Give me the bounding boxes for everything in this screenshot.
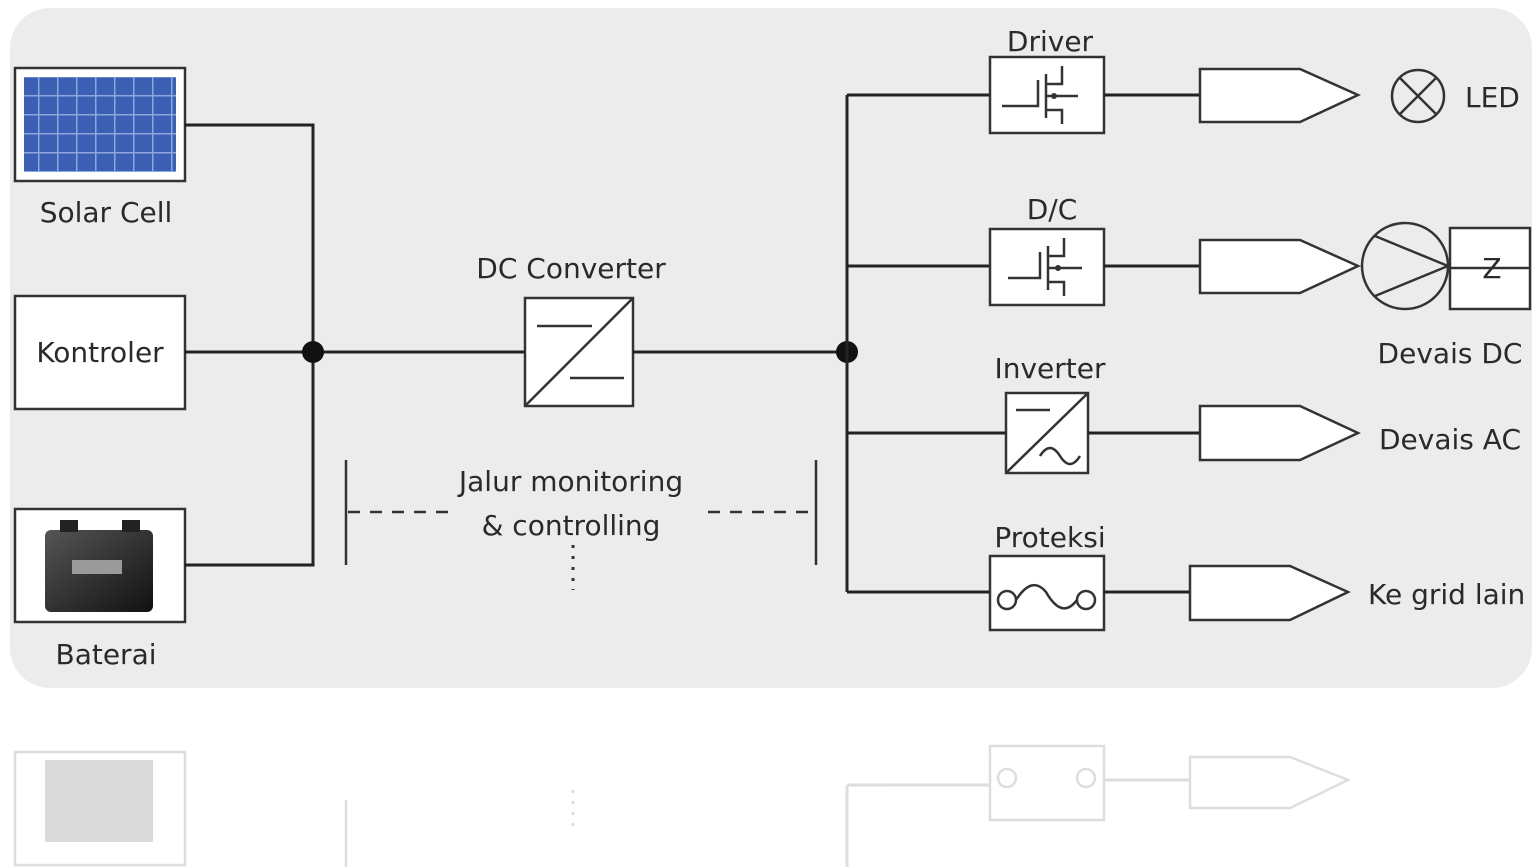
driver-label: Driver xyxy=(1007,25,1094,58)
diagram-panel xyxy=(10,8,1532,688)
dc-converter-label: DC Converter xyxy=(476,252,666,285)
solar-cell-label: Solar Cell xyxy=(40,196,173,229)
proteksi-label: Proteksi xyxy=(994,521,1105,554)
inverter-label: Inverter xyxy=(994,352,1106,385)
fuse-icon xyxy=(988,554,1106,632)
led-label: LED xyxy=(1465,81,1520,114)
solar-panel-icon xyxy=(24,77,176,172)
inverter-icon xyxy=(1004,391,1090,475)
devais-dc-label: Devais DC xyxy=(1378,337,1523,370)
dc-output-arrow xyxy=(1198,238,1362,295)
left-junction-node xyxy=(302,341,324,363)
impedance-z: Z xyxy=(1482,252,1501,285)
dc-block-label: D/C xyxy=(1027,193,1078,226)
motor-impedance-icon: Z xyxy=(1360,221,1532,311)
dc-converter-icon xyxy=(523,296,635,408)
kontroler-block: Kontroler xyxy=(13,294,187,411)
devais-ac-label: Devais AC xyxy=(1379,423,1521,456)
baterai-block xyxy=(13,507,187,624)
monitoring-line1: Jalur monitoring xyxy=(457,465,683,498)
driver-output-arrow xyxy=(1198,67,1362,124)
monitoring-line2: & controlling xyxy=(482,509,661,542)
driver-mosfet-icon xyxy=(988,55,1106,135)
battery-icon xyxy=(45,520,153,612)
panel-reflection xyxy=(13,744,1352,867)
kontroler-label: Kontroler xyxy=(36,336,164,369)
lamp-icon xyxy=(1390,68,1446,124)
proteksi-output-arrow xyxy=(1188,564,1351,622)
ke-grid-lain-label: Ke grid lain xyxy=(1368,578,1525,611)
inverter-output-arrow xyxy=(1198,404,1361,462)
dc-mosfet-icon xyxy=(988,227,1106,307)
baterai-label: Baterai xyxy=(55,638,156,671)
solar-cell-block xyxy=(13,66,187,183)
